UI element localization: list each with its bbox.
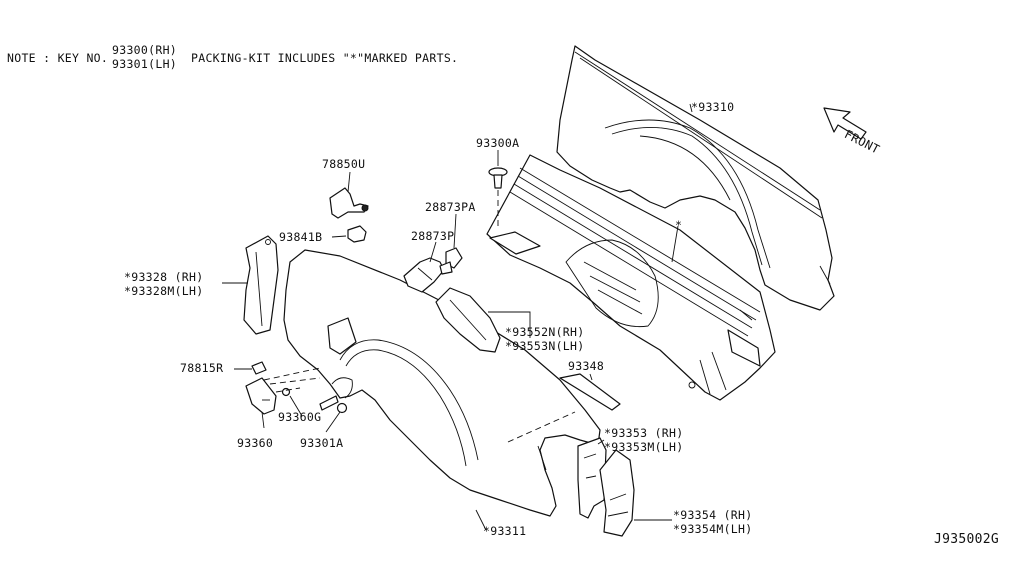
bed-floor xyxy=(486,154,776,401)
part-label-93353m-lh: *93353M(LH) xyxy=(604,440,684,454)
part-label-78850u: 78850U xyxy=(322,157,366,171)
part-label-93354m-lh: *93354M(LH) xyxy=(673,522,753,536)
part-label-93328m-lh: *93328M(LH) xyxy=(124,284,204,298)
leader-lines xyxy=(222,103,693,531)
clip-78815r xyxy=(251,361,267,375)
nut-93841b xyxy=(347,225,367,243)
part-label-93360: 93360 xyxy=(237,436,274,450)
bracket-93552n xyxy=(435,287,501,353)
part-label-93311: *93311 xyxy=(483,524,527,538)
note-prefix: NOTE : KEY NO. xyxy=(7,51,109,65)
bed-side-panel xyxy=(556,45,835,311)
part-label-93360g: 93360G xyxy=(278,410,322,424)
note-key-lh: 93301(LH) xyxy=(112,57,178,71)
part-label-93348: 93348 xyxy=(568,359,605,373)
star-marker: * xyxy=(675,218,683,232)
part-label-93301a: 93301A xyxy=(300,436,344,450)
part-label-93354-rh: *93354 (RH) xyxy=(673,508,753,522)
front-arrow-icon xyxy=(823,107,867,140)
rear-piece-93353 xyxy=(577,437,607,519)
rear-piece-93354 xyxy=(599,449,635,537)
part-label-78815r: 78815R xyxy=(180,361,224,375)
bracket-28873p xyxy=(403,247,463,293)
bolt-93300a xyxy=(488,167,508,226)
part-label-93841b: 93841B xyxy=(279,230,323,244)
part-label-93328-rh: *93328 (RH) xyxy=(124,270,204,284)
note-suffix: PACKING-KIT INCLUDES "*"MARKED PARTS. xyxy=(191,51,459,65)
diagram-code: J935002G xyxy=(934,532,1000,547)
part-label-28873p: 28873P xyxy=(411,229,455,243)
part-label-28873pa: 28873PA xyxy=(425,200,476,214)
bracket-78850u xyxy=(329,187,369,219)
part-label-93353-rh: *93353 (RH) xyxy=(604,426,684,440)
fender-panel xyxy=(283,249,601,517)
part-label-93310: *93310 xyxy=(691,100,735,114)
part-label-93300a: 93300A xyxy=(476,136,520,150)
fasteners xyxy=(263,367,348,414)
corner-piece-93328 xyxy=(243,235,279,335)
mudguard-93360 xyxy=(245,377,277,415)
part-label-93553n-lh: *93553N(LH) xyxy=(505,339,585,353)
note-key-rh: 93300(RH) xyxy=(112,43,178,57)
tape-93348 xyxy=(507,373,621,443)
part-label-93552n-rh: *93552N(RH) xyxy=(505,325,585,339)
